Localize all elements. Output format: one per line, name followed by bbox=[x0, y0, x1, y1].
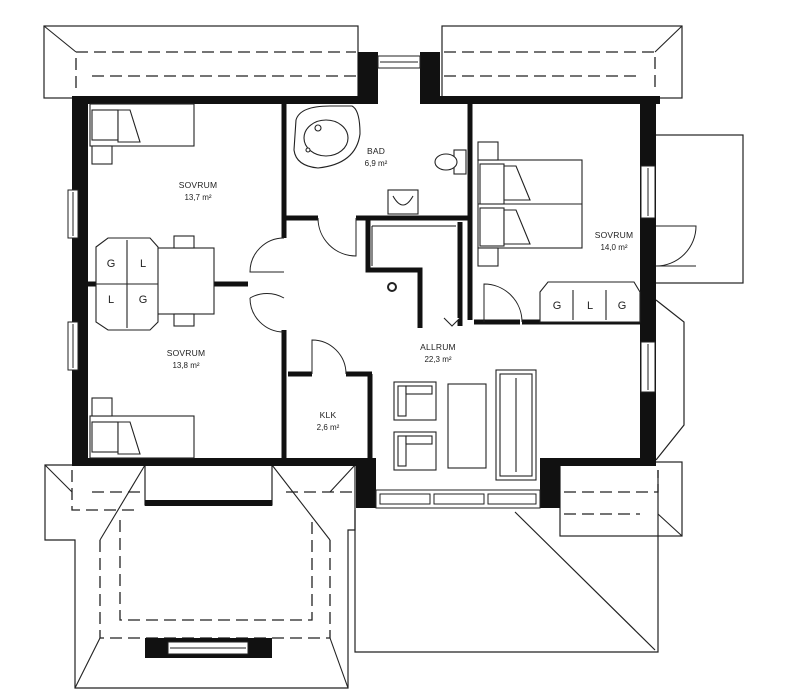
room-name: SOVRUM bbox=[179, 180, 218, 190]
storage-west-letter: L bbox=[140, 258, 146, 270]
desk bbox=[151, 235, 215, 327]
bed-sw bbox=[89, 397, 195, 459]
sink bbox=[387, 189, 419, 215]
storage-east-letter: G bbox=[618, 300, 627, 312]
room-name: SOVRUM bbox=[167, 348, 206, 358]
room-label-closet: KLK 2,6 m² bbox=[317, 410, 340, 432]
armchair-upper bbox=[393, 381, 437, 421]
room-name: SOVRUM bbox=[595, 230, 634, 240]
bed-east bbox=[477, 141, 583, 267]
storage-east-letters: G L G bbox=[553, 300, 627, 312]
room-label-living: ALLRUM 22,3 m² bbox=[420, 342, 456, 364]
storage-east-letter: G bbox=[553, 300, 562, 312]
sofa bbox=[495, 369, 537, 481]
room-label-bedroom-east: SOVRUM 14,0 m² bbox=[595, 230, 634, 252]
storage-west-letter: G bbox=[107, 258, 116, 270]
room-area: 6,9 m² bbox=[365, 159, 388, 168]
furniture bbox=[89, 103, 641, 481]
room-name: KLK bbox=[320, 410, 337, 420]
storage-east-outline bbox=[539, 281, 641, 323]
room-area: 22,3 m² bbox=[424, 355, 451, 364]
room-label-bedroom-nw: SOVRUM 13,7 m² bbox=[179, 180, 218, 202]
room-label-bedroom-sw: SOVRUM 13,8 m² bbox=[167, 348, 206, 370]
coffee-table bbox=[447, 383, 487, 469]
bathtub bbox=[293, 105, 361, 169]
stair-arrow bbox=[443, 317, 461, 327]
room-area: 2,6 m² bbox=[317, 423, 340, 432]
roof-hip-lines bbox=[43, 25, 683, 689]
room-area: 13,8 m² bbox=[172, 361, 199, 370]
toilet bbox=[434, 149, 467, 175]
armchair-lower bbox=[393, 431, 437, 471]
storage-east-letter: L bbox=[587, 300, 593, 312]
storage-west-letter: G bbox=[139, 294, 148, 306]
windows bbox=[67, 55, 656, 655]
room-area: 13,7 m² bbox=[184, 193, 211, 202]
partition-hatch bbox=[371, 225, 456, 266]
stair-post bbox=[387, 282, 397, 292]
doors bbox=[249, 217, 697, 375]
room-name: ALLRUM bbox=[420, 342, 456, 352]
room-name: BAD bbox=[367, 146, 385, 156]
bed-nw bbox=[89, 103, 195, 165]
room-area: 14,0 m² bbox=[600, 243, 627, 252]
storage-west-outline bbox=[95, 237, 159, 331]
storage-west-letters: G L L G bbox=[107, 258, 148, 306]
room-label-bath: BAD 6,9 m² bbox=[365, 146, 388, 168]
storage-west-letter: L bbox=[108, 294, 114, 306]
